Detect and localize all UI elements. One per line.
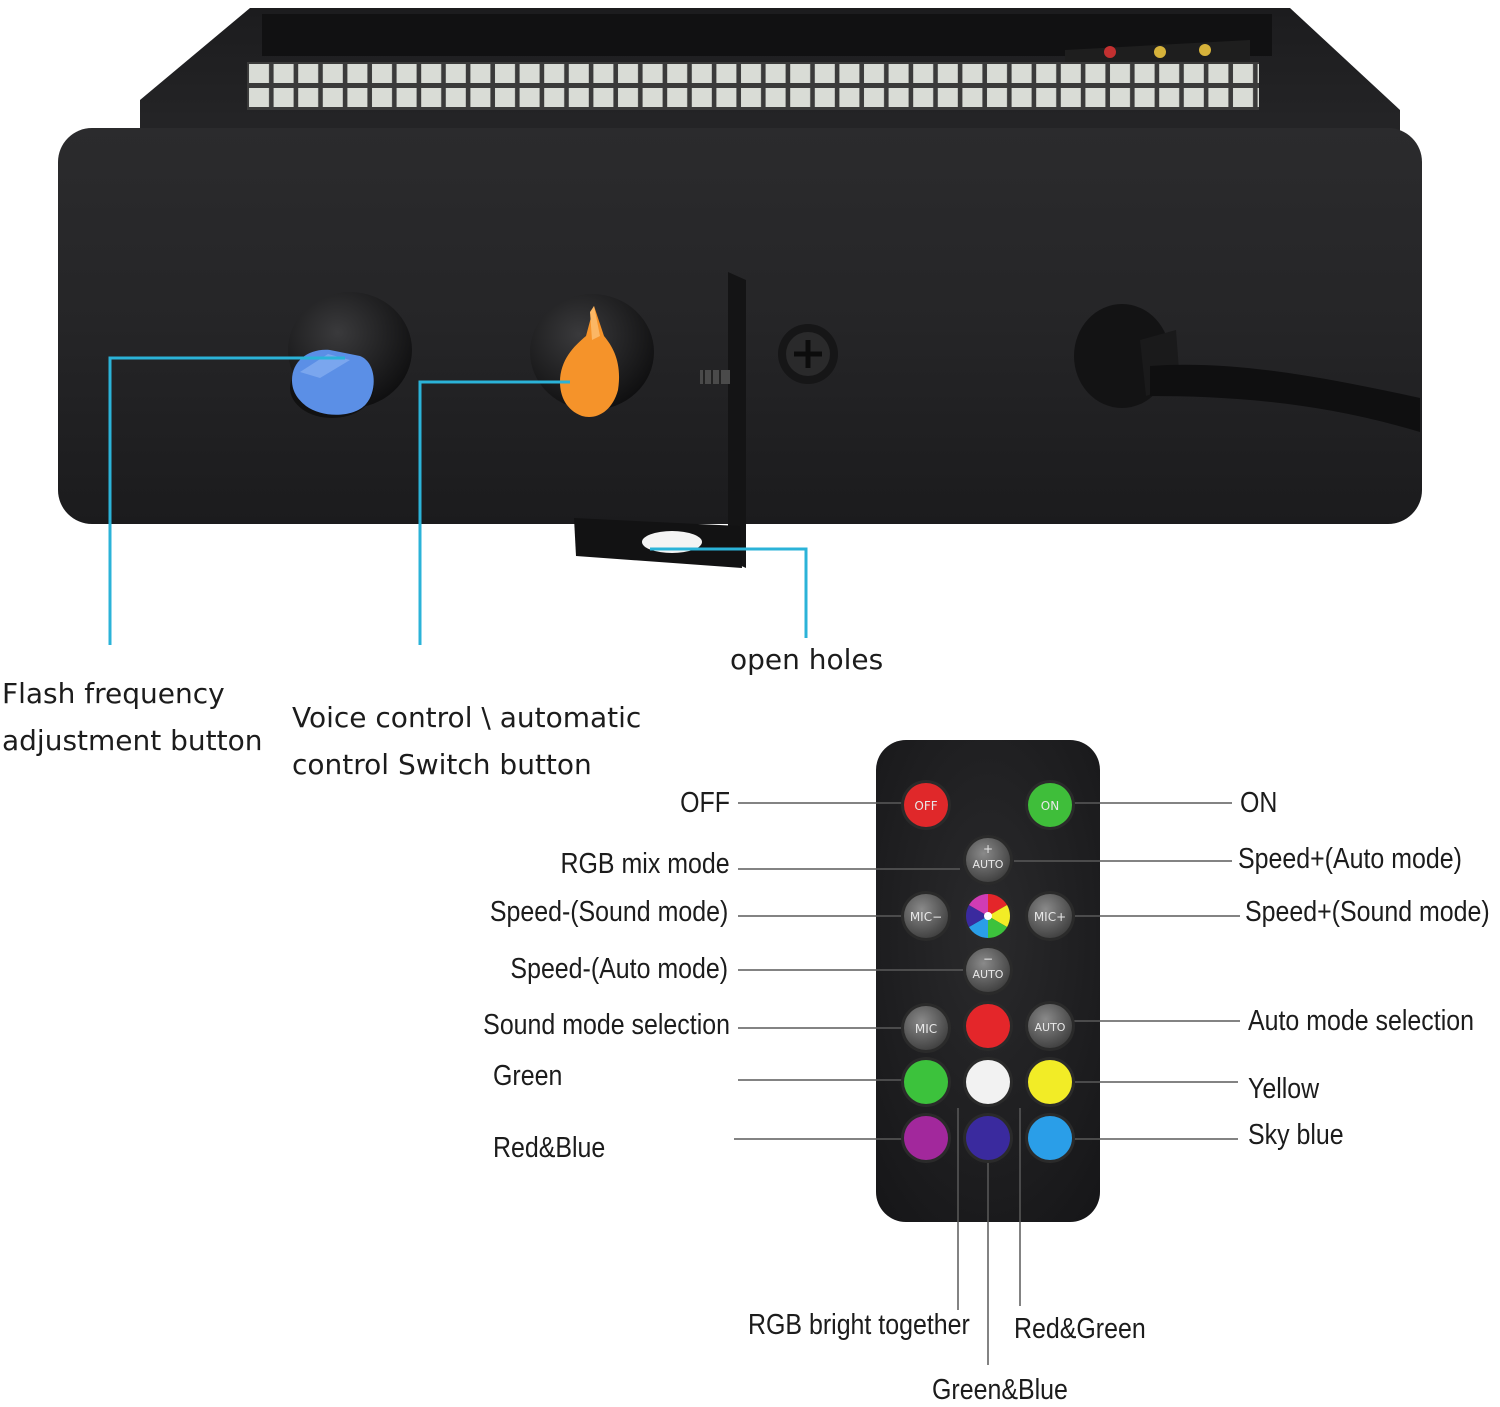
mic-minus-button[interactable]: MIC− (901, 891, 951, 941)
callout-open-holes: open holes (730, 643, 884, 676)
label-speed-minus-sound: Speed-(Sound mode) (489, 896, 728, 928)
sky-blue-button[interactable] (1025, 1113, 1075, 1163)
on-button-label: ON (1041, 799, 1059, 813)
label-off: OFF (680, 787, 730, 819)
on-button[interactable]: ON (1025, 780, 1075, 830)
led-grid (247, 62, 1259, 110)
callout-line-flash (108, 356, 345, 645)
auto-label: AUTO (1035, 1021, 1066, 1034)
label-rgb-mix-mode: RGB mix mode (560, 848, 730, 880)
callout-voice-line2: control Switch button (292, 748, 592, 781)
yellow-button[interactable] (1025, 1057, 1075, 1107)
svg-text:−: − (983, 952, 993, 966)
rgb-mix-button[interactable] (963, 891, 1013, 941)
label-on: ON (1240, 787, 1278, 819)
red-button[interactable] (963, 1001, 1013, 1051)
label-red-blue: Red&Blue (493, 1132, 606, 1164)
purple-button[interactable] (901, 1113, 951, 1163)
label-rgb-bright-together: RGB bright together (748, 1309, 970, 1341)
callout-line-voice (418, 380, 570, 645)
mic-minus-label: MIC− (910, 910, 942, 924)
callout-voice-line1: Voice control \ automatic (292, 701, 642, 734)
callout-flash-line1: Flash frequency (2, 677, 225, 710)
callout-flash-frequency: Flash frequency adjustment button (2, 670, 263, 764)
label-red-green: Red&Green (1014, 1313, 1146, 1345)
callout-flash-line2: adjustment button (2, 724, 263, 757)
label-green: Green (493, 1060, 563, 1092)
label-speed-plus-auto: Speed+(Auto mode) (1238, 843, 1462, 875)
strobe-light-unit (58, 8, 1422, 568)
label-speed-plus-sound: Speed+(Sound mode) (1245, 896, 1490, 928)
remote-buttons: OFF ON + AUTO MIC− (901, 780, 1075, 1163)
power-cable (1074, 304, 1420, 432)
svg-text:AUTO: AUTO (973, 858, 1004, 871)
mic-plus-button[interactable]: MIC+ (1025, 891, 1075, 941)
screw (778, 324, 838, 384)
auto-minus-button[interactable]: − AUTO (963, 945, 1013, 995)
voice-knob-cap (560, 306, 620, 417)
remote-connector-lines (734, 802, 1240, 1365)
svg-text:AUTO: AUTO (973, 968, 1004, 981)
green-button[interactable] (901, 1057, 951, 1107)
label-speed-minus-auto: Speed-(Auto mode) (510, 953, 728, 985)
flash-frequency-knob[interactable] (288, 292, 412, 418)
svg-text:+: + (983, 842, 993, 856)
callout-voice-auto-switch: Voice control \ automatic control Switch… (292, 694, 641, 788)
auto-plus-button[interactable]: + AUTO (963, 835, 1013, 885)
label-green-blue: Green&Blue (932, 1374, 1068, 1406)
off-button[interactable]: OFF (901, 780, 951, 830)
mic-label: MIC (915, 1022, 937, 1036)
label-auto-mode-selection: Auto mode selection (1248, 1005, 1474, 1037)
label-sky-blue: Sky blue (1248, 1119, 1344, 1151)
label-sound-mode-selection: Sound mode selection (483, 1009, 730, 1041)
white-button[interactable] (963, 1057, 1013, 1107)
mic-plus-label: MIC+ (1034, 910, 1066, 924)
indigo-button[interactable] (963, 1113, 1013, 1163)
off-button-label: OFF (914, 799, 937, 813)
mic-mode-button[interactable]: MIC (901, 1003, 951, 1053)
auto-mode-button[interactable]: AUTO (1025, 1001, 1075, 1051)
label-yellow: Yellow (1248, 1073, 1320, 1105)
device-callout-lines (108, 356, 808, 645)
callout-line-holes (650, 547, 808, 638)
